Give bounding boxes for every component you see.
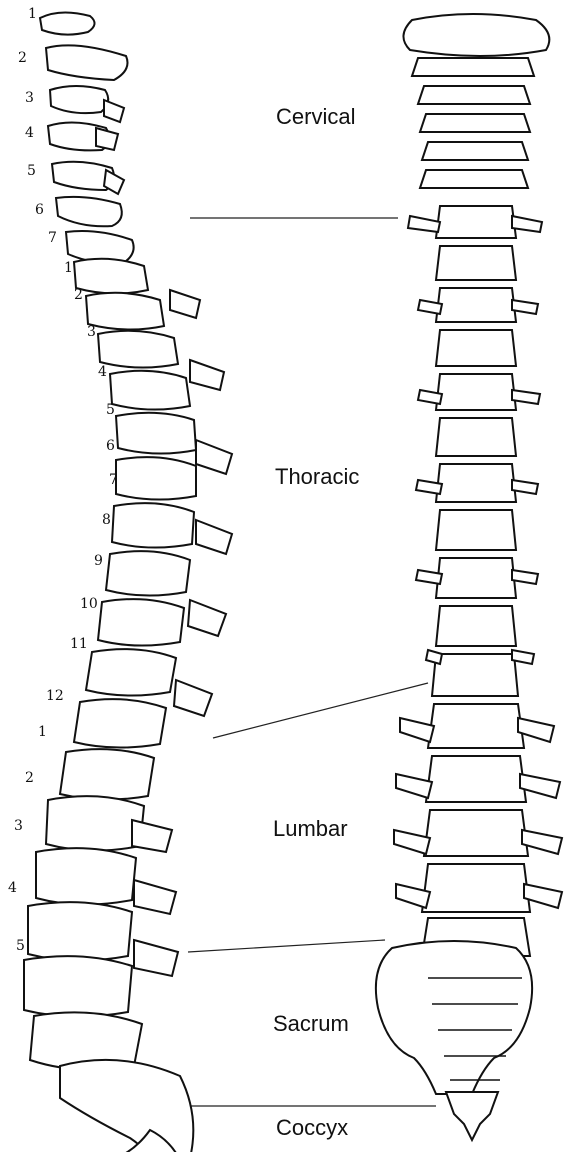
thoracic-number: 11: [70, 636, 88, 652]
cervical-number: 2: [18, 50, 27, 66]
lumbar-number: 4: [8, 880, 17, 896]
lateral-sacrum-coccyx: [60, 1060, 193, 1152]
lateral-spine-view: [24, 12, 232, 1152]
frontal-cervical-vertebrae: [412, 58, 534, 188]
frontal-coccyx: [446, 1092, 498, 1140]
cervical-number: 7: [48, 230, 57, 246]
thoracic-number: 6: [106, 438, 115, 454]
thoracic-number: 7: [109, 472, 118, 488]
thoracic-number: 3: [87, 324, 96, 340]
cervical-number: 3: [25, 90, 34, 106]
lateral-lumbar-vertebrae: [24, 796, 178, 1070]
thoracic-number: 9: [94, 553, 103, 569]
thoracic-number: 12: [46, 688, 64, 704]
lumbar-number: 5: [16, 938, 25, 954]
separator-thoracic-lumbar: [213, 683, 428, 738]
frontal-spine-view: [376, 14, 562, 1140]
lumbar-number: 3: [14, 818, 23, 834]
lateral-thoracic-vertebrae: [60, 259, 232, 800]
region-label-thoracic: Thoracic: [275, 464, 359, 490]
frontal-thoracic-vertebrae: [408, 206, 542, 696]
cervical-number: 1: [28, 6, 37, 22]
thoracic-number: 5: [106, 402, 115, 418]
thoracic-number: 4: [98, 364, 107, 380]
thoracic-number: 2: [74, 287, 83, 303]
thoracic-number: 1: [64, 260, 73, 276]
region-label-coccyx: Coccyx: [276, 1115, 348, 1141]
separator-lumbar-sacrum: [188, 940, 385, 952]
lateral-cervical-vertebrae: [40, 12, 134, 264]
region-label-lumbar: Lumbar: [273, 816, 348, 842]
frontal-sacrum: [376, 941, 532, 1094]
region-label-cervical: Cervical: [276, 104, 355, 130]
cervical-number: 4: [25, 125, 34, 141]
region-label-sacrum: Sacrum: [273, 1011, 349, 1037]
thoracic-number: 10: [80, 596, 98, 612]
cervical-number: 5: [27, 163, 36, 179]
lumbar-number: 2: [25, 770, 34, 786]
frontal-lumbar-vertebrae: [394, 704, 562, 956]
thoracic-number: 8: [102, 512, 111, 528]
cervical-number: 6: [35, 202, 44, 218]
lumbar-number: 1: [38, 724, 47, 740]
frontal-top-cervical: [403, 14, 549, 56]
